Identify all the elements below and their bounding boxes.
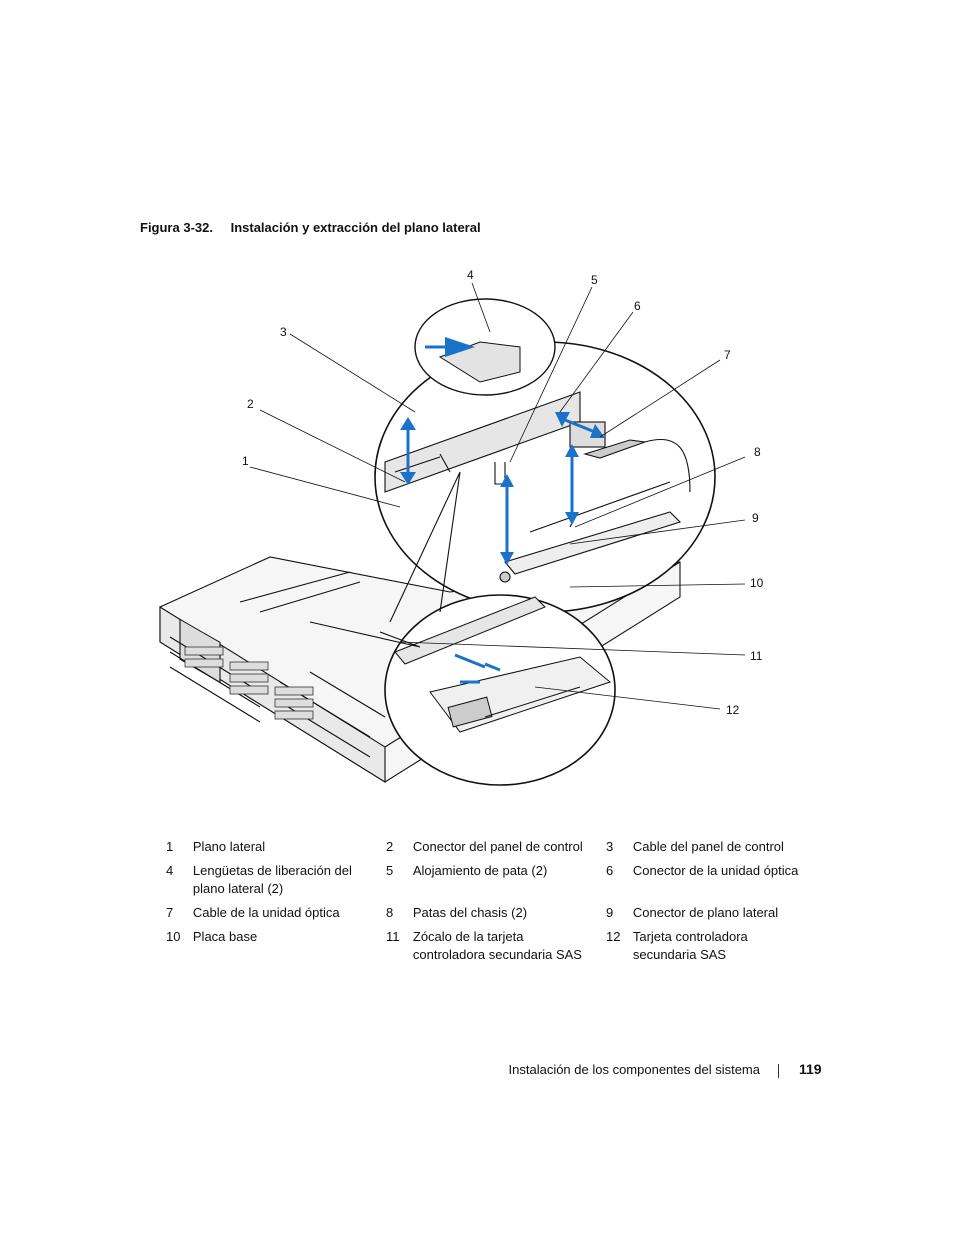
legend-text: Conector de la unidad óptica: [632, 863, 799, 878]
callout-6: 6: [634, 299, 641, 313]
legend-number: 9: [605, 905, 614, 920]
callout-10: 10: [750, 576, 764, 590]
figure-caption: Figura 3-32. Instalación y extracción de…: [140, 220, 481, 235]
legend-text: Cable de la unidad óptica: [192, 905, 340, 920]
legend-text: Alojamiento de pata (2): [412, 863, 548, 878]
legend-number: 2: [385, 839, 394, 854]
page-number: 119: [799, 1061, 822, 1077]
legend-number: 11: [385, 929, 400, 944]
footer-divider: [778, 1064, 779, 1078]
legend-number: 5: [385, 863, 394, 878]
legend-number: 6: [605, 863, 614, 878]
figure-number: Figura 3-32.: [140, 220, 213, 235]
footer-section-title: Instalación de los componentes del siste…: [508, 1062, 760, 1077]
callout-3: 3: [280, 325, 287, 339]
legend-row: 7 Cable de la unidad óptica 8 Patas del …: [160, 904, 820, 928]
legend-text: Zócalo de la tarjeta controladora secund…: [412, 929, 582, 962]
legend-number: 7: [166, 905, 174, 920]
direction-arrows: [400, 337, 605, 684]
legend-row: 10 Placa base 11 Zócalo de la tarjeta co…: [160, 928, 820, 970]
callout-12: 12: [726, 703, 740, 717]
legend-text: Cable del panel de control: [632, 839, 784, 854]
legend-text: Patas del chasis (2): [412, 905, 528, 920]
legend-text: Plano lateral: [192, 839, 266, 854]
callout-labels: 1 2 3 4 5 6 7 8 9 10 11 12: [242, 268, 764, 717]
callout-7: 7: [724, 348, 731, 362]
drive-bays: [184, 646, 314, 720]
legend-text: Lengüetas de liberación del plano latera…: [192, 863, 352, 896]
legend-text: Placa base: [192, 929, 258, 944]
legend-text: Conector del panel de control: [412, 839, 583, 854]
legend-number: 8: [385, 905, 394, 920]
figure-title: Instalación y extracción del plano later…: [230, 220, 481, 235]
callout-11: 11: [750, 649, 763, 663]
legend-text: Conector de plano lateral: [632, 905, 779, 920]
callout-4: 4: [467, 268, 474, 282]
sidebar-plane-illustration: 1 2 3 4 5 6 7 8 9 10 11 12: [159, 268, 764, 786]
zoom-pointers: [309, 471, 461, 648]
callout-1: 1: [242, 454, 249, 468]
detail-view-bottom-content: [394, 596, 612, 733]
callout-5: 5: [591, 273, 598, 287]
callout-9: 9: [752, 511, 759, 525]
legend-row: 1 Plano lateral 2 Conector del panel de …: [160, 838, 820, 862]
legend-row: 4 Lengüetas de liberación del plano late…: [160, 862, 820, 904]
legend-text: Tarjeta controladora secundaria SAS: [632, 929, 748, 962]
callout-8: 8: [754, 445, 761, 459]
legend-number: 12: [605, 929, 621, 944]
callout-legend: 1 Plano lateral 2 Conector del panel de …: [160, 838, 820, 970]
legend-number: 10: [166, 929, 181, 944]
legend-number: 3: [605, 839, 614, 854]
callout-2: 2: [247, 397, 254, 411]
legend-number: 1: [166, 839, 174, 854]
legend-number: 4: [166, 863, 174, 878]
leader-lines: [249, 282, 746, 710]
